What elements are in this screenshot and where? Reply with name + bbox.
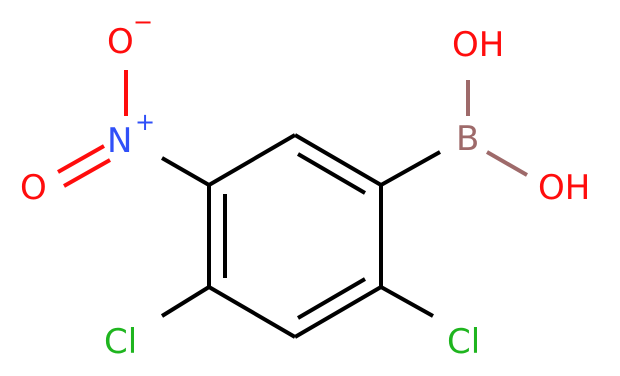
ring-bond-c1-c2	[293, 133, 383, 187]
ring-bond-c4-c5	[207, 285, 297, 339]
atom-label-chlorine-right: Cl	[447, 322, 480, 362]
bond-ring-chlorine-left	[160, 285, 211, 318]
bond-ring-nitrogen	[161, 156, 210, 187]
atom-label-oxygen-top: O	[107, 22, 134, 62]
ring-bond-c6-c1	[207, 133, 297, 187]
bond-ring-boron	[380, 150, 441, 187]
bond-ring-chlorine-right	[380, 285, 434, 318]
bond-nitrogen-oxygen-left-a	[57, 144, 105, 174]
bond-nitrogen-oxygen-left-b	[63, 158, 111, 188]
atom-charge-nitrogen: +	[135, 108, 155, 136]
atom-label-nitrogen: N	[107, 121, 132, 161]
ring-inner-bond-2	[296, 277, 367, 320]
atom-label-oh-top: OH	[452, 25, 504, 65]
ring-inner-bond-1	[296, 152, 367, 195]
atom-label-boron: B	[456, 119, 479, 159]
atom-charge-oxygen-top: −	[133, 8, 153, 36]
atom-label-chlorine-left: Cl	[104, 322, 137, 362]
ring-bond-c3-c4	[293, 285, 383, 339]
atom-label-oxygen-left: O	[20, 168, 47, 208]
atom-label-oh-right: OH	[538, 168, 590, 208]
bond-boron-oh-right	[486, 150, 528, 177]
